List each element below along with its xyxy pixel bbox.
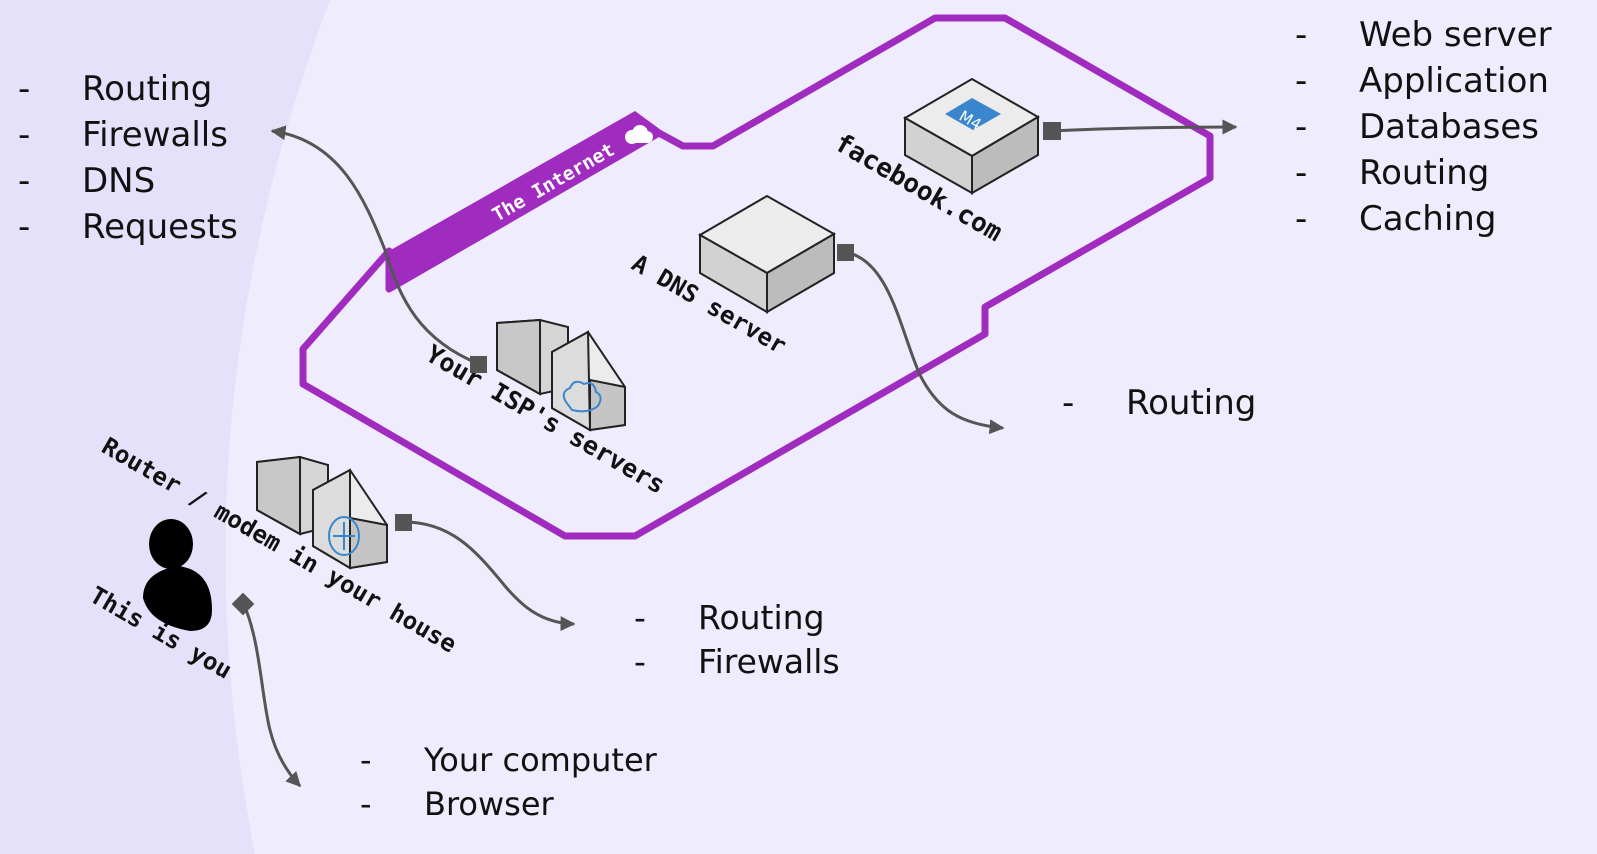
dns-arrow bbox=[844, 250, 1005, 435]
user-icon bbox=[143, 519, 212, 631]
dns-roles-list: -Routing bbox=[1062, 380, 1256, 426]
list-item: -DNS bbox=[18, 161, 156, 201]
router-roles-list: -Routing -Firewalls bbox=[634, 596, 840, 684]
isp-roles-list: -Routing -Firewalls -DNS -Requests bbox=[18, 66, 238, 250]
router-modem bbox=[256, 455, 388, 570]
cloud-outline-icon bbox=[562, 380, 602, 413]
site-arrow bbox=[1051, 119, 1238, 135]
list-item: -Routing bbox=[634, 598, 825, 637]
user-arrow bbox=[242, 604, 302, 788]
list-item: -Application bbox=[1295, 61, 1549, 101]
dns-server bbox=[697, 194, 837, 314]
m4-badge bbox=[945, 98, 1001, 130]
list-item: -Browser bbox=[360, 785, 554, 823]
site-roles-list: -Web server -Application -Databases -Rou… bbox=[1295, 12, 1552, 242]
internet-label: The Internet bbox=[489, 139, 619, 227]
list-item: -Your computer bbox=[360, 741, 657, 779]
cloud-icon bbox=[625, 125, 653, 144]
list-item: -Requests bbox=[18, 207, 238, 247]
user-roles-list: -Your computer -Browser bbox=[360, 738, 657, 826]
connectors bbox=[242, 119, 1238, 788]
router-arrow bbox=[403, 520, 576, 632]
router-arrows-icon bbox=[328, 516, 360, 556]
list-item: -Routing bbox=[1062, 383, 1257, 423]
background-left-band bbox=[0, 0, 330, 854]
facebook-server: M4 bbox=[902, 77, 1040, 195]
isp-servers bbox=[496, 318, 626, 432]
list-item: -Web server bbox=[1295, 15, 1552, 55]
list-item: -Caching bbox=[1295, 199, 1497, 239]
list-item: -Firewalls bbox=[634, 642, 840, 681]
list-item: -Routing bbox=[18, 69, 213, 109]
isp-arrow bbox=[270, 125, 480, 366]
list-item: -Routing bbox=[1295, 153, 1490, 193]
list-item: -Databases bbox=[1295, 107, 1539, 147]
list-item: -Firewalls bbox=[18, 115, 228, 155]
